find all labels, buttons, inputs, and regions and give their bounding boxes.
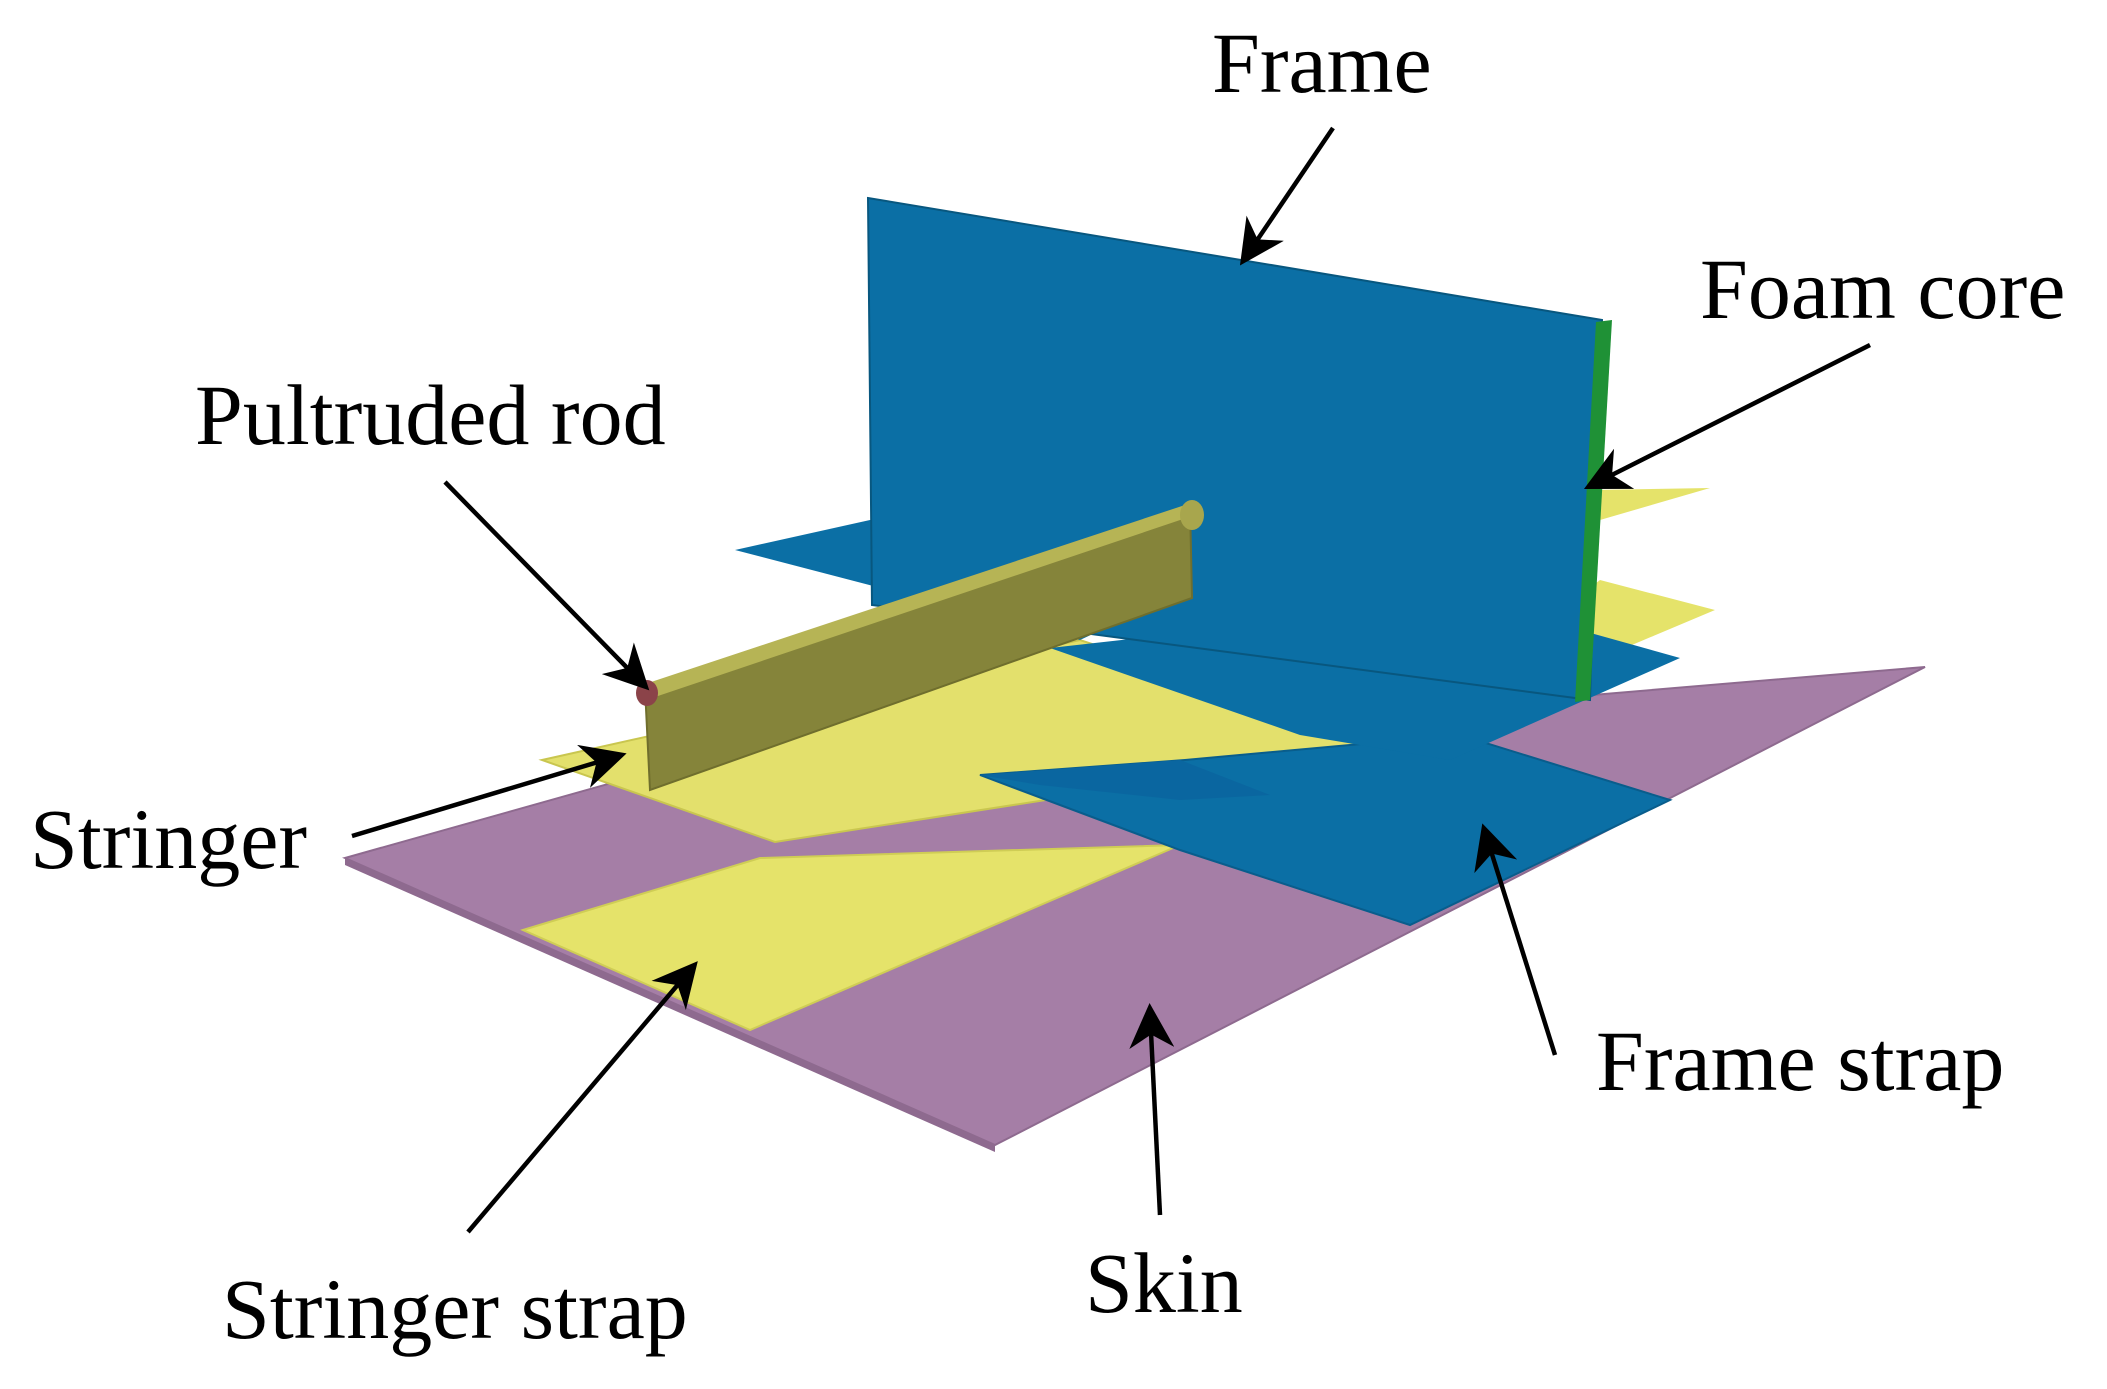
foam-core-label: Foam core — [1700, 241, 2065, 337]
pultruded-rod-arrow — [443, 480, 650, 691]
pultruded-rod-top — [642, 505, 1195, 698]
foam-flange-strip — [1590, 488, 1710, 520]
frame-strap-notch — [980, 760, 1270, 800]
foam-core — [1575, 320, 1612, 702]
foam-core-arrow — [1583, 342, 1872, 490]
frame-label: Frame — [1212, 15, 1432, 111]
stringer-strap-arrow — [466, 961, 698, 1234]
skin-arrow — [1129, 1003, 1175, 1216]
stringer-strap-label: Stringer strap — [222, 1261, 688, 1357]
frame-strap-arrow — [1474, 823, 1558, 1056]
stringer-arrow — [351, 744, 627, 839]
frame-arrow — [1239, 126, 1335, 266]
rod-end-marker — [636, 680, 658, 706]
frame-strap-label: Frame strap — [1596, 1013, 2004, 1109]
pultruded-rod-label: Pultruded rod — [195, 367, 666, 463]
stringer-label: Stringer — [30, 791, 307, 887]
rod-end-cap — [1180, 500, 1204, 530]
skin-label: Skin — [1085, 1235, 1243, 1331]
